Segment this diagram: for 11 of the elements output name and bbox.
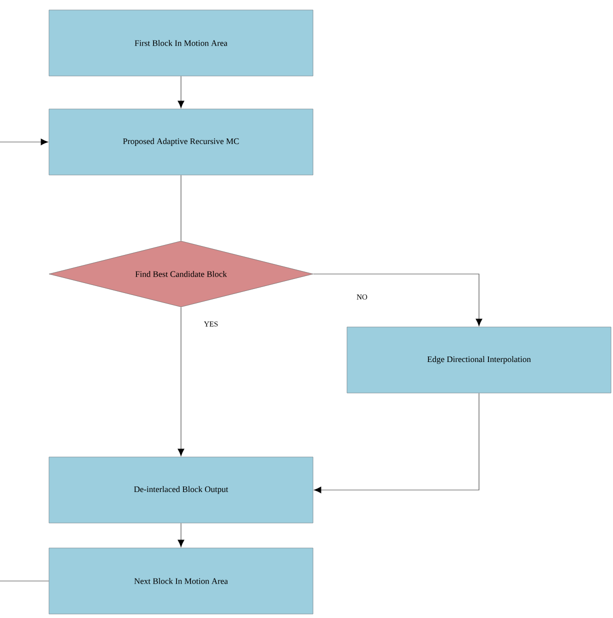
arrow <box>178 76 184 108</box>
process-box: Proposed Adaptive Recursive MC <box>48 108 314 176</box>
process-box: Next Block In Motion Area <box>48 548 314 614</box>
arrow <box>178 306 184 456</box>
process-box: First Block In Motion Area <box>48 10 314 76</box>
process-box: Edge Directional Interpolation <box>346 326 612 394</box>
arrow <box>314 392 480 494</box>
arrow <box>178 522 184 548</box>
arrow <box>0 138 48 146</box>
arrow <box>312 274 482 326</box>
process-box: De-interlaced Block Output <box>48 456 314 524</box>
